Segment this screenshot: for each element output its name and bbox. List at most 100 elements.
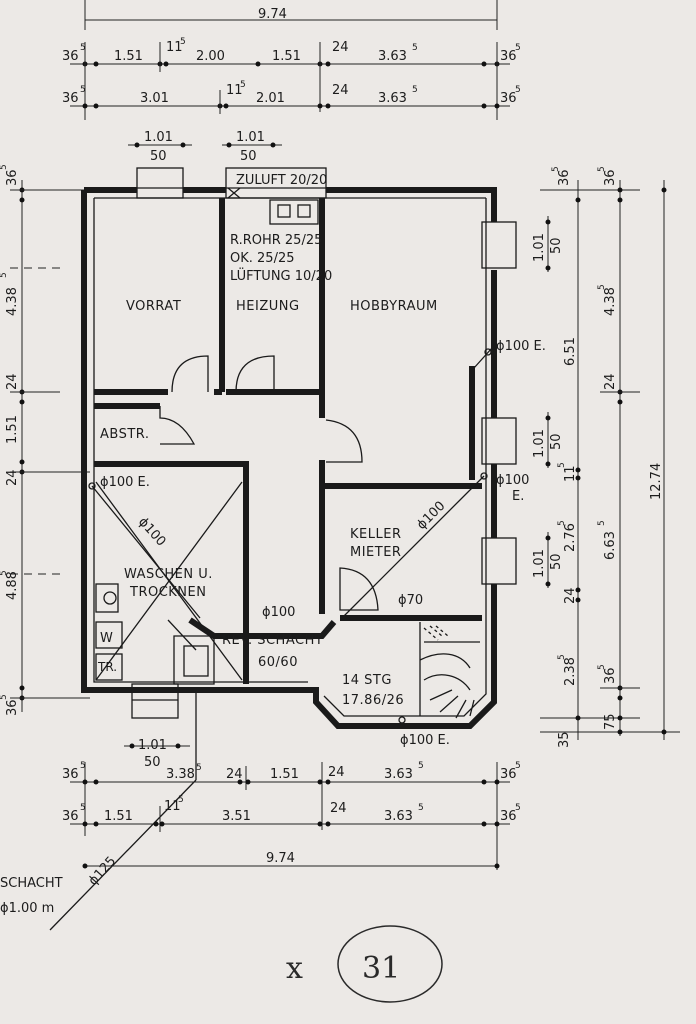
dim-right-c2-g: 35 — [557, 731, 572, 748]
right-dimensions: 1.01 50 1.01 50 1.01 50 6.51 11 5 2.76 5… — [532, 166, 680, 748]
dim-bot1-e: 24 — [328, 765, 345, 780]
dim-bot2-b: 1.51 — [104, 809, 133, 824]
note-pipe-right-e: E. — [512, 489, 524, 504]
dim-top2-gs: 5 — [412, 85, 418, 95]
dim-left-d: 1.51 — [5, 415, 20, 444]
page-mark: x 31 — [286, 925, 443, 1003]
dim-left-c: 24 — [5, 373, 20, 390]
note-schacht: SCHACHT — [0, 876, 63, 891]
win-bottom-dim-bot: 50 — [144, 755, 161, 770]
dim-right-win3-b: 50 — [549, 553, 564, 570]
plan-notes: ZULUFT 20/20 R.ROHR 25/25 OK. 25/25 LÜFT… — [0, 173, 546, 916]
dim-left-e: 24 — [5, 469, 20, 486]
dim-top2-h: 36 — [500, 91, 517, 106]
dim-right-c1-b: 11 — [563, 465, 578, 482]
dim-bot1-g: 3.63 — [384, 767, 413, 782]
note-rohr-line3: LÜFTUNG 10/20 — [230, 267, 332, 284]
dim-top1-a: 36 — [62, 49, 79, 64]
stairs-count: 14 STG — [342, 673, 392, 688]
dim-bot1-as: 5 — [80, 761, 86, 771]
dim-top1-f: 24 — [332, 40, 349, 55]
dim-top2-b: 3.01 — [140, 91, 169, 106]
dim-right-win2-a: 1.01 — [532, 429, 547, 458]
dim-bot1-gs: 5 — [418, 761, 424, 771]
page-x-mark: x — [286, 951, 303, 986]
note-pipe-center: ϕ100 — [262, 605, 295, 620]
note-pipe-hobby: ϕ100 E. — [496, 339, 546, 354]
room-abstr: ABSTR. — [100, 427, 149, 442]
dim-bot1-h: 36 — [500, 767, 517, 782]
dim-right-c2-c: 24 — [603, 373, 618, 390]
dim-bot1-c: 24 — [226, 767, 243, 782]
dim-left-fs: 5 — [0, 570, 9, 576]
dim-top2-a: 36 — [62, 91, 79, 106]
note-zuluft: ZULUFT 20/20 — [236, 173, 327, 188]
washer-symbol-label: W — [100, 631, 113, 646]
win2-dim-bot: 50 — [240, 149, 257, 164]
dim-bot2-as: 5 — [80, 803, 86, 813]
dim-right-c2-es: 5 — [597, 664, 607, 670]
dim-bottom-total: 9.74 — [266, 851, 295, 866]
dim-bot2-g: 3.63 — [384, 809, 413, 824]
dim-right-c1-fs: 5 — [551, 166, 561, 172]
dim-right-c2-e: 36 — [603, 667, 618, 684]
stairs-ratio: 17.86/26 — [342, 693, 404, 708]
dim-left-as: 5 — [0, 164, 9, 170]
dim-right-win3-a: 1.01 — [532, 549, 547, 578]
note-schacht-d: ϕ1.00 m — [0, 901, 54, 916]
room-waschen-line1: WASCHEN U. — [124, 567, 213, 582]
dim-bot2-d: 3.51 — [222, 809, 251, 824]
note-rohr-line2: OK. 25/25 — [230, 251, 295, 266]
win1-dim-bot: 50 — [150, 149, 167, 164]
dim-top1-h: 36 — [500, 49, 517, 64]
dim-top2-d: 2.01 — [256, 91, 285, 106]
dim-left-g: 36 — [5, 699, 20, 716]
dim-right-c2-bs: 5 — [597, 284, 607, 290]
dim-right-c2-f: 75 — [603, 713, 618, 730]
room-waschen-line2: TROCKNEN — [129, 585, 206, 600]
dim-right-c1-cs: 5 — [557, 520, 567, 526]
win2-dim-top: 1.01 — [236, 130, 265, 145]
room-rev-schacht-size: 60/60 — [258, 655, 298, 670]
dim-right-win1-b: 50 — [549, 237, 564, 254]
dim-bot1-a: 36 — [62, 767, 79, 782]
dim-right-c2-a: 36 — [603, 169, 618, 186]
dim-right-c2-d: 6.63 — [603, 531, 618, 560]
dim-top2-hs: 5 — [515, 85, 521, 95]
dim-right-c2-b: 4.38 — [603, 287, 618, 316]
note-pipe-diag2: ϕ100 — [414, 499, 448, 533]
note-rohr-line1: R.ROHR 25/25 — [230, 233, 322, 248]
dim-right-c1-a: 6.51 — [563, 337, 578, 366]
dryer-symbol-label: TR. — [97, 660, 117, 674]
room-labels: VORRAT HEIZUNG HOBBYRAUM ABSTR. WASCHEN … — [97, 299, 437, 708]
top-dimensions: 9.74 36 5 1.51 11 5 2.00 1.51 24 3.63 5 … — [62, 0, 521, 164]
dim-right-c2-as: 5 — [597, 166, 607, 172]
note-pipe-right: ϕ100 — [496, 473, 529, 488]
dim-top1-as: 5 — [80, 43, 86, 53]
left-dimensions: 36 5 4.38 5 24 1.51 24 4.88 5 36 5 — [0, 164, 90, 716]
dim-top1-b: 1.51 — [114, 49, 143, 64]
top-total-dim: 9.74 — [258, 7, 287, 22]
dim-bot2-h: 36 — [500, 809, 517, 824]
dim-top2-as: 5 — [80, 85, 86, 95]
win1-dim-top: 1.01 — [144, 130, 173, 145]
dim-top1-g: 3.63 — [378, 49, 407, 64]
dim-left-a: 36 — [5, 169, 20, 186]
dim-top1-cs: 5 — [180, 37, 186, 47]
room-rev-schacht: REV. SCHACHT — [222, 633, 323, 648]
dim-right-c1-c: 2.76 — [563, 523, 578, 552]
dim-bot1-hs: 5 — [515, 761, 521, 771]
dim-right-c1-f: 36 — [557, 169, 572, 186]
dim-right-c2-ds: 5 — [597, 520, 607, 526]
win-bottom-dim-top: 1.01 — [138, 738, 167, 753]
dim-bot2-c: 11 — [164, 799, 181, 814]
dim-bot2-cs: 5 — [178, 795, 184, 805]
dim-bot1-bs: 5 — [196, 763, 202, 773]
dim-bot2-gs: 5 — [418, 803, 424, 813]
page-number-circle — [337, 925, 443, 1003]
dim-bot1-d: 1.51 — [270, 767, 299, 782]
dim-left-gs: 5 — [0, 694, 9, 700]
dim-top1-d: 2.00 — [196, 49, 225, 64]
note-pipe-125: ϕ125 — [86, 854, 119, 889]
